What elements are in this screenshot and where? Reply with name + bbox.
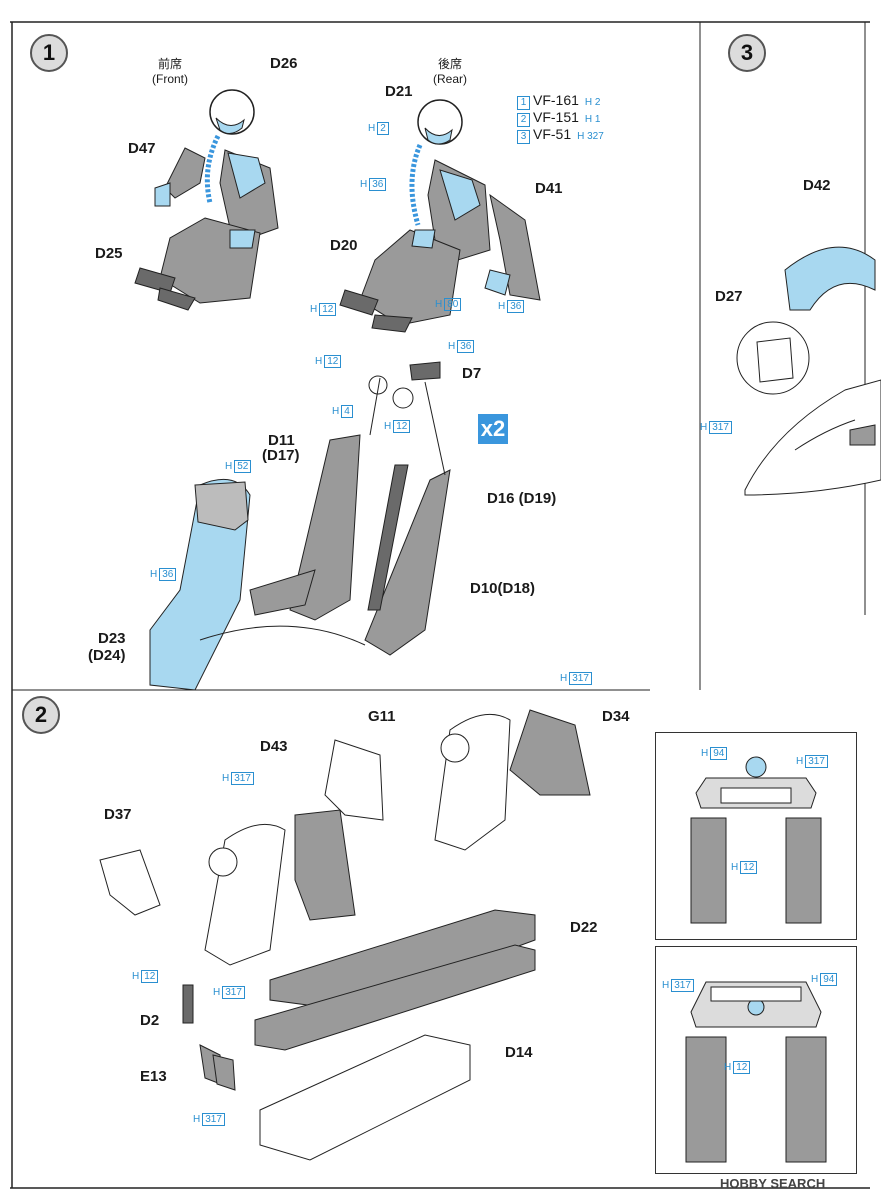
part-d21: D21 <box>385 83 413 100</box>
part-d42: D42 <box>803 177 831 194</box>
part-d34: D34 <box>602 708 630 725</box>
legend-num-2: 2 <box>517 113 530 127</box>
front-pilot-figure <box>134 89 279 311</box>
legend-num-3: 3 <box>517 130 530 144</box>
ejection-seat-assembly <box>149 361 451 691</box>
part-d37: D37 <box>104 806 132 823</box>
legend-color-2: H 1 <box>584 114 601 125</box>
rear-label-jp: 後席 <box>437 57 462 71</box>
front-label-en: (Front) <box>152 72 188 86</box>
front-label-jp: 前席 <box>157 57 182 71</box>
hobby-search-watermark: HOBBY SEARCH <box>720 1176 826 1191</box>
part-d20: D20 <box>330 237 358 254</box>
rear-panel-drawing <box>685 981 827 1163</box>
part-g11: G11 <box>368 708 396 725</box>
step-1-badge: 1 <box>30 34 68 72</box>
part-d14: D14 <box>505 1044 533 1061</box>
part-d41: D41 <box>535 180 563 197</box>
legend-color-3: H 327 <box>577 131 604 142</box>
part-d10: D10(D18) <box>470 580 536 597</box>
cockpit-tub-assembly <box>99 709 591 1161</box>
legend-num-1: 1 <box>517 96 530 110</box>
rear-pilot-figure <box>339 99 541 333</box>
legend-text-2: VF-151 <box>533 109 579 125</box>
part-d27: D27 <box>715 288 743 305</box>
legend-text-3: VF-51 <box>533 126 572 142</box>
part-d17: (D17) <box>262 447 300 464</box>
part-d25: D25 <box>95 245 123 262</box>
canopy-assembly <box>736 246 881 496</box>
part-d2: D2 <box>140 1012 160 1029</box>
part-d22: D22 <box>570 919 598 936</box>
part-d11: D11 <box>268 432 295 449</box>
step-3-badge: 3 <box>728 34 766 72</box>
step-2-badge: 2 <box>22 696 60 734</box>
part-d23: D23 <box>98 630 126 647</box>
legend-text-1: VF-161 <box>533 92 579 108</box>
part-d7: D7 <box>462 365 482 382</box>
part-d43: D43 <box>260 738 288 755</box>
front-panel-drawing <box>690 756 822 924</box>
part-d47: D47 <box>128 140 156 157</box>
rear-label-en: (Rear) <box>432 72 467 86</box>
part-d26: D26 <box>270 55 298 72</box>
quantity-x2-badge: x2 <box>478 414 508 444</box>
part-d24: (D24) <box>88 647 126 664</box>
part-e13: E13 <box>140 1068 167 1085</box>
legend-color-1: H 2 <box>584 97 601 108</box>
part-d16: D16 (D19) <box>487 490 557 507</box>
